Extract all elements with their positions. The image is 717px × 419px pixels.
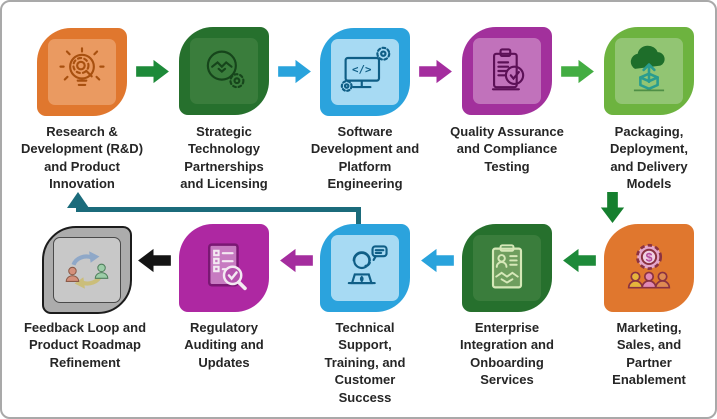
- audit-magnifier-icon: [208, 243, 247, 291]
- feedback-cycle-icon: [65, 251, 109, 289]
- arrow-marketing-to-enterprise-icon: [563, 248, 596, 273]
- svg-text:$: $: [646, 251, 653, 265]
- tile-feedback-loop: [42, 226, 132, 314]
- arrow-enterprise-to-support-icon: [421, 248, 454, 273]
- tile-research-development: [37, 28, 127, 116]
- monitor-code-gears-icon: </>: [340, 46, 391, 92]
- handshake-gear-icon: [206, 50, 245, 89]
- tile-strategic-partnerships: [179, 27, 269, 115]
- svg-text:</>: </>: [352, 63, 372, 76]
- arrow-packaging-to-marketing-icon: [600, 192, 625, 224]
- tile-technical-support: [320, 224, 410, 312]
- lightbulb-gear-icon: [59, 47, 105, 86]
- caption-regulatory-auditing: Regulatory Auditing and Updates: [184, 320, 264, 370]
- caption-quality-assurance: Quality Assurance and Compliance Testing: [450, 124, 564, 174]
- cloud-delivery-box-icon: [630, 45, 665, 92]
- arrow-support-to-regulatory-icon: [280, 248, 313, 273]
- arrow-research-to-partnerships-icon: [136, 59, 169, 84]
- caption-feedback-loop: Feedback Loop and Product Roadmap Refine…: [23, 320, 147, 370]
- support-agent-icon: [347, 245, 388, 285]
- feedback-connector-arrowhead-icon: [67, 192, 89, 208]
- caption-research-development: Research & Development (R&D) and Product…: [20, 124, 144, 192]
- arrow-software-to-qa-icon: [419, 59, 452, 84]
- caption-strategic-partnerships: Strategic Technology Partnerships and Li…: [180, 124, 268, 192]
- tile-marketing-sales: $: [604, 224, 694, 312]
- tile-quality-assurance: [462, 27, 552, 115]
- arrow-qa-to-packaging-icon: [561, 59, 594, 84]
- clipboard-checklist-icon: [491, 48, 525, 91]
- tile-packaging-deployment: [604, 27, 694, 115]
- tile-enterprise-integration: [462, 224, 552, 312]
- caption-software-development: Software Development and Platform Engine…: [310, 124, 420, 192]
- tile-software-development: </>: [320, 28, 410, 116]
- caption-marketing-sales: Marketing, Sales, and Partner Enablement: [612, 320, 686, 388]
- caption-enterprise-integration: Enterprise Integration and Onboarding Se…: [460, 320, 554, 388]
- caption-packaging-deployment: Packaging, Deployment, and Delivery Mode…: [609, 124, 688, 192]
- feedback-connector-line: [76, 207, 360, 212]
- onboarding-clipboard-icon: [491, 244, 523, 289]
- money-gear-team-icon: $: [627, 243, 671, 289]
- arrow-partnerships-to-software-icon: [278, 59, 311, 84]
- feedback-connector-elbow: [356, 207, 361, 224]
- tile-regulatory-auditing: [179, 224, 269, 312]
- caption-technical-support: Technical Support, Training, and Custome…: [324, 320, 406, 405]
- arrow-regulatory-to-feedback-icon: [138, 248, 171, 273]
